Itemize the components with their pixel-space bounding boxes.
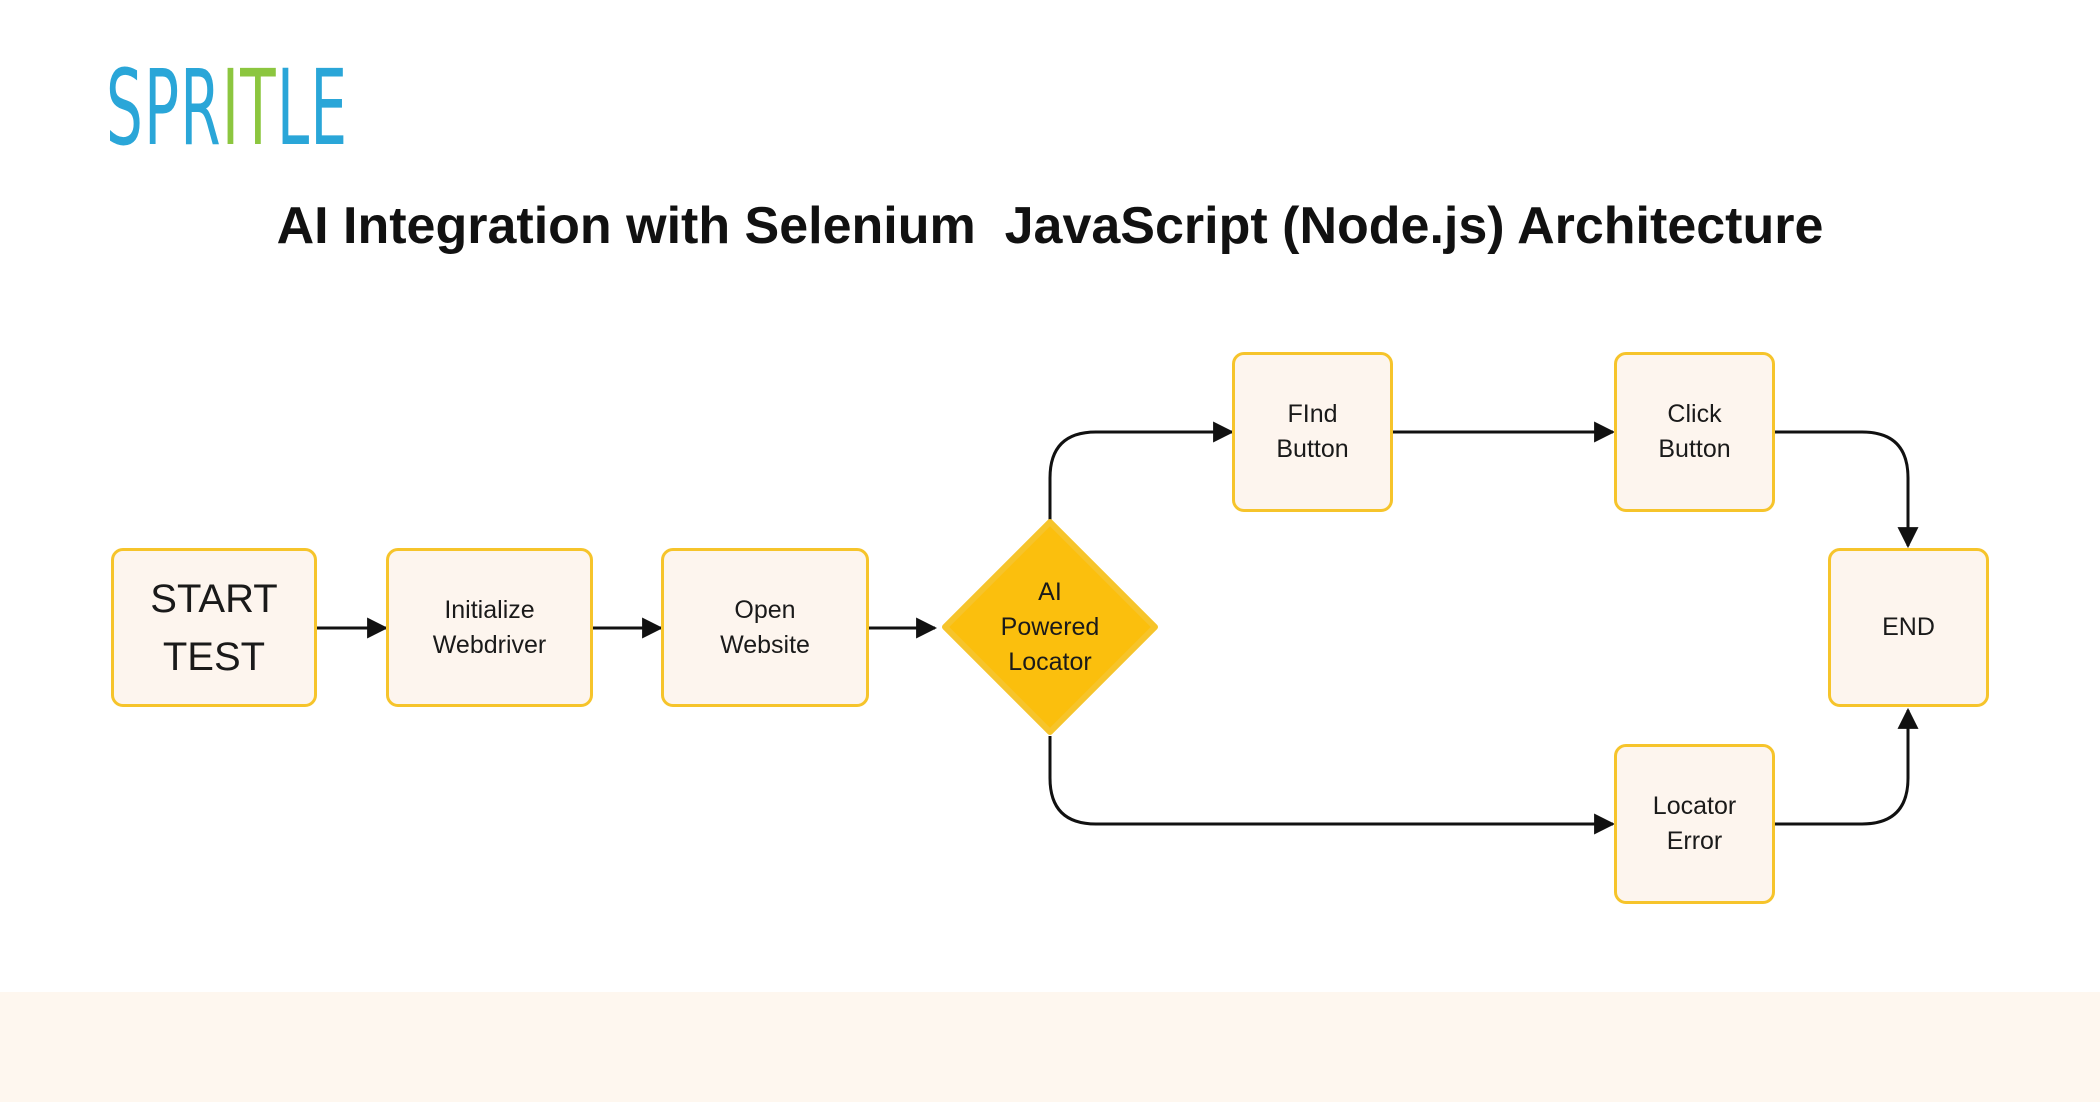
logo-letter: E: [310, 47, 349, 169]
logo-letter: I: [221, 47, 241, 169]
node-locator-error-label: Locator Error: [1652, 792, 1737, 855]
node-end: END: [1828, 548, 1989, 707]
logo-letter: R: [180, 47, 222, 169]
logo-letter: P: [144, 47, 181, 169]
node-start-test: START TEST: [111, 548, 317, 707]
node-initialize-webdriver-label: Initialize Webdriver: [432, 595, 547, 659]
decision-diamond: [942, 519, 1158, 735]
diagram-title: AI Integration with Selenium JavaScript …: [276, 197, 1824, 255]
logo-letter: S: [106, 47, 145, 169]
arrow-error-to-end: [1775, 707, 1919, 826]
node-end-label: END: [1882, 613, 1935, 641]
node-initialize-webdriver: Initialize Webdriver: [386, 548, 593, 707]
node-open-website-label: Open Website: [720, 595, 810, 659]
node-click-button-label: Click Button: [1658, 400, 1731, 463]
node-ai-powered-locator-label: AI Powered Locator: [1000, 578, 1100, 676]
arrow-click-to-end: [1775, 430, 1919, 549]
footer-band: [0, 992, 2100, 1102]
node-locator-error: Locator Error: [1614, 744, 1775, 904]
logo-letter: T: [240, 47, 277, 169]
node-open-website: Open Website: [661, 548, 869, 707]
node-find-button: FInd Button: [1232, 352, 1393, 512]
spritle-logo: SPRITLE: [106, 56, 348, 160]
logo-letter: L: [276, 47, 311, 169]
node-start-test-label: START TEST: [150, 576, 278, 679]
arrow-decision-to-find: [1048, 421, 1235, 520]
node-find-button-label: FInd Button: [1276, 400, 1349, 463]
arrow-decision-to-error: [1048, 736, 1616, 835]
node-click-button: Click Button: [1614, 352, 1775, 512]
